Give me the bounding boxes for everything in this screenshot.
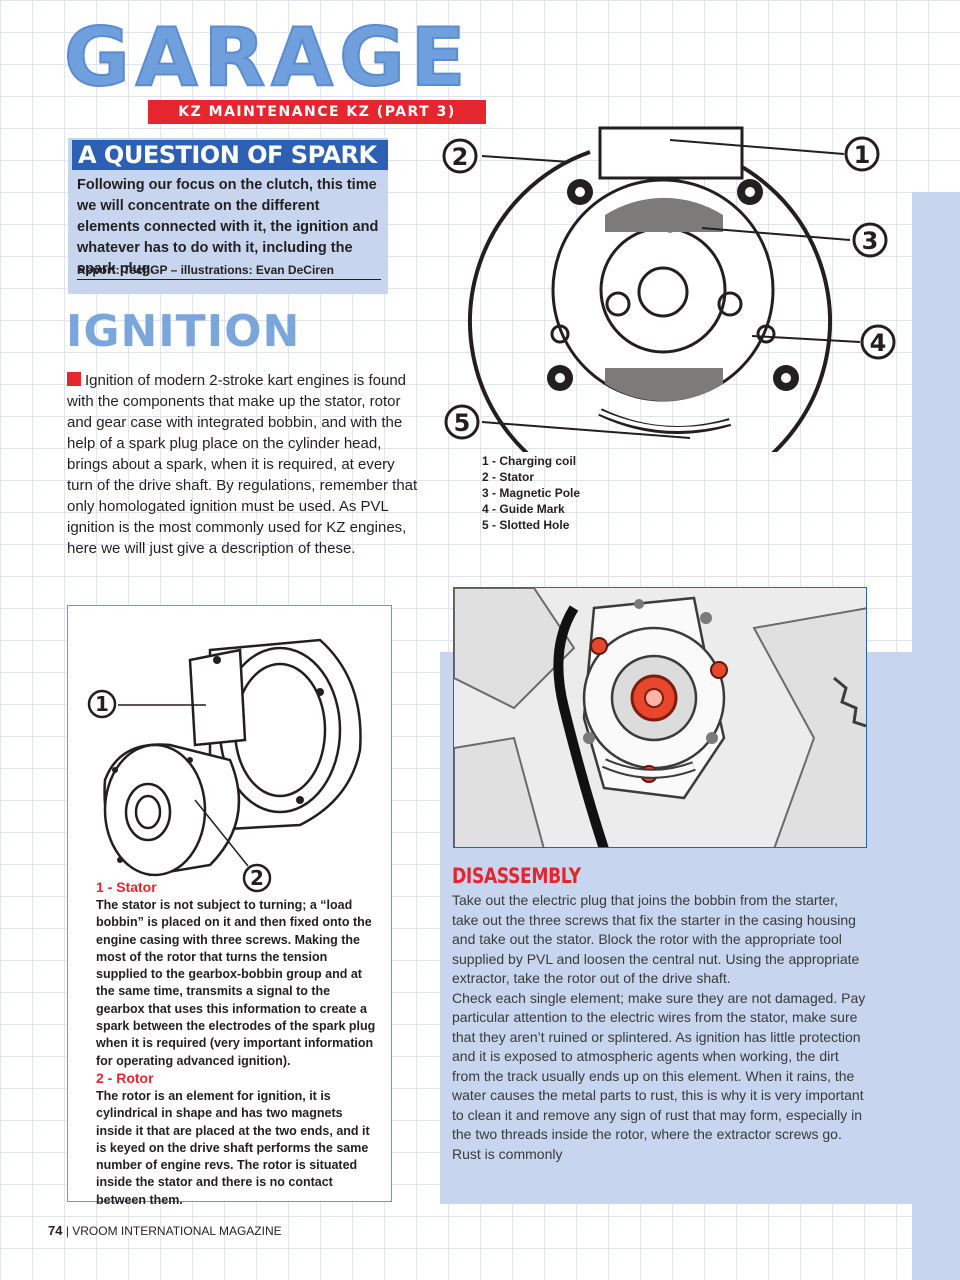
section-title: GARAGE — [63, 11, 472, 104]
stator-heading: 1 - Stator — [96, 879, 157, 895]
legend-item: 2 - Stator — [482, 470, 535, 484]
page-number: 74 — [48, 1223, 63, 1238]
article-title: A QUESTION OF SPARK — [72, 140, 388, 170]
legend-item: 5 - Slotted Hole — [482, 518, 570, 532]
rotor-description: The rotor is an element for ignition, it… — [96, 1089, 370, 1207]
diagram-legend: 1 - Charging coil 2 - Stator 3 - Magneti… — [482, 453, 580, 533]
ignition-text: Ignition of modern 2-stroke kart engines… — [67, 372, 418, 557]
legend-item: 1 - Charging coil — [482, 454, 577, 468]
diagram-callout-1: 1 — [854, 141, 871, 169]
stator-description: The stator is not subject to turning; a … — [96, 898, 376, 1068]
diagram-callout-2: 2 — [452, 143, 469, 171]
article-credit: Report: TechGP – illustrations: Evan DeC… — [77, 263, 381, 280]
series-banner: KZ MAINTENANCE KZ (PART 3) — [148, 100, 486, 124]
ignition-heading: IGNITION — [66, 306, 301, 357]
disassembly-paragraph: Check each single element; make sure the… — [452, 989, 866, 1162]
component-callout-2: 2 — [250, 866, 264, 890]
rotor-heading: 2 - Rotor — [96, 1070, 154, 1086]
diagram-callout-5: 5 — [454, 409, 471, 437]
legend-item: 3 - Magnetic Pole — [482, 486, 581, 500]
side-band — [912, 192, 960, 1280]
red-square-bullet — [67, 372, 81, 386]
disassembly-paragraph: Take out the electric plug that joins th… — [452, 892, 860, 986]
engine-photo — [453, 587, 867, 848]
diagram-callout-4: 4 — [870, 329, 887, 357]
page-footer: 74 | VROOM INTERNATIONAL MAGAZINE — [48, 1223, 282, 1238]
disassembly-heading: DISASSEMBLY — [452, 864, 581, 888]
exploded-diagram: 1 2 — [87, 638, 362, 893]
component-callout-1: 1 — [95, 692, 109, 716]
article-standfirst: Following our focus on the clutch, this … — [77, 177, 379, 277]
ignition-paragraph: Ignition of modern 2-stroke kart engines… — [67, 370, 423, 559]
diagram-callout-3: 3 — [862, 227, 879, 255]
stator-diagram: 1 2 3 4 5 — [442, 126, 896, 452]
disassembly-body: Take out the electric plug that joins th… — [452, 891, 866, 1164]
legend-item: 4 - Guide Mark — [482, 502, 565, 516]
magazine-name: | VROOM INTERNATIONAL MAGAZINE — [65, 1224, 282, 1238]
